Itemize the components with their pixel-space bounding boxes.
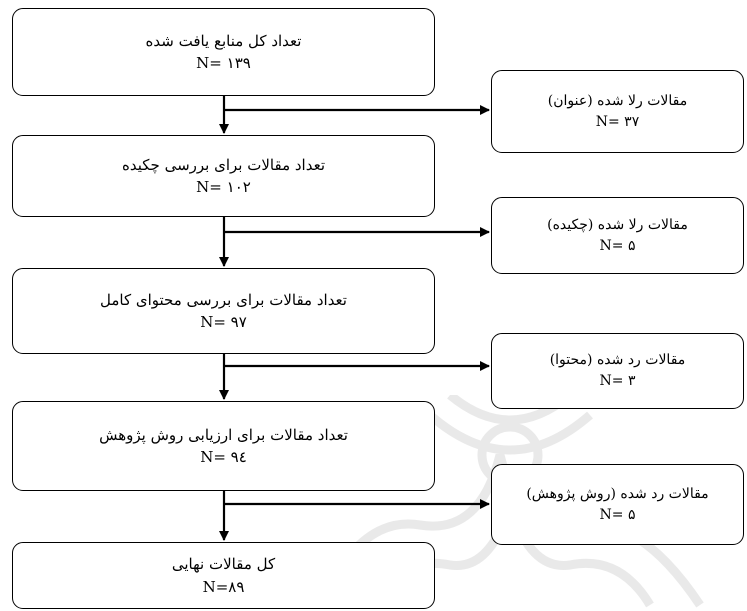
step-label: تعداد مقالات برای بررسی محتوای کامل bbox=[100, 290, 347, 309]
excluded-label: مقالات رلا شده (عنوان) bbox=[547, 92, 688, 109]
step-label: کل مقالات نهایی bbox=[171, 555, 276, 574]
step-count: N= ۹۷ bbox=[200, 313, 247, 331]
step-count: N= ۱۰۲ bbox=[196, 178, 251, 196]
excluded-label: مقالات رد شده (روش پژوهش) bbox=[526, 485, 709, 502]
step-count: N=۸۹ bbox=[202, 577, 245, 596]
step-box-method-appraisal: تعداد مقالات برای ارزیابی روش پژوهش N= ۹… bbox=[12, 401, 435, 491]
excluded-count: N= ۵ bbox=[599, 237, 636, 254]
excluded-count: N= ۵ bbox=[599, 506, 636, 523]
excluded-count: N= ۳ bbox=[599, 373, 636, 389]
step-box-fulltext-review: تعداد مقالات برای بررسی محتوای کامل N= ۹… bbox=[12, 268, 435, 354]
step-box-total-sources: تعداد کل منابع یافت شده N= ۱۳۹ bbox=[12, 8, 435, 96]
excluded-count: N= ۳۷ bbox=[595, 113, 640, 130]
step-label: تعداد مقالات برای ارزیابی روش پژوهش bbox=[99, 425, 348, 444]
excluded-box-title: مقالات رلا شده (عنوان) N= ۳۷ bbox=[491, 70, 744, 153]
step-count: N= ۹٤ bbox=[200, 448, 247, 466]
excluded-label: مقالات رد شده (محتوا) bbox=[549, 352, 686, 369]
excluded-box-abstract: مقالات رلا شده (چکیده) N= ۵ bbox=[491, 197, 744, 274]
step-box-abstract-review: تعداد مقالات برای بررسی چکیده N= ۱۰۲ bbox=[12, 135, 435, 217]
step-label: تعداد کل منابع یافت شده bbox=[145, 31, 302, 50]
step-label: تعداد مقالات برای بررسی چکیده bbox=[121, 155, 325, 174]
excluded-box-content: مقالات رد شده (محتوا) N= ۳ bbox=[491, 333, 744, 409]
excluded-label: مقالات رلا شده (چکیده) bbox=[547, 216, 688, 233]
excluded-box-method: مقالات رد شده (روش پژوهش) N= ۵ bbox=[491, 464, 744, 545]
step-count: N= ۱۳۹ bbox=[196, 54, 251, 72]
step-box-final-articles: کل مقالات نهایی N=۸۹ bbox=[12, 542, 435, 609]
